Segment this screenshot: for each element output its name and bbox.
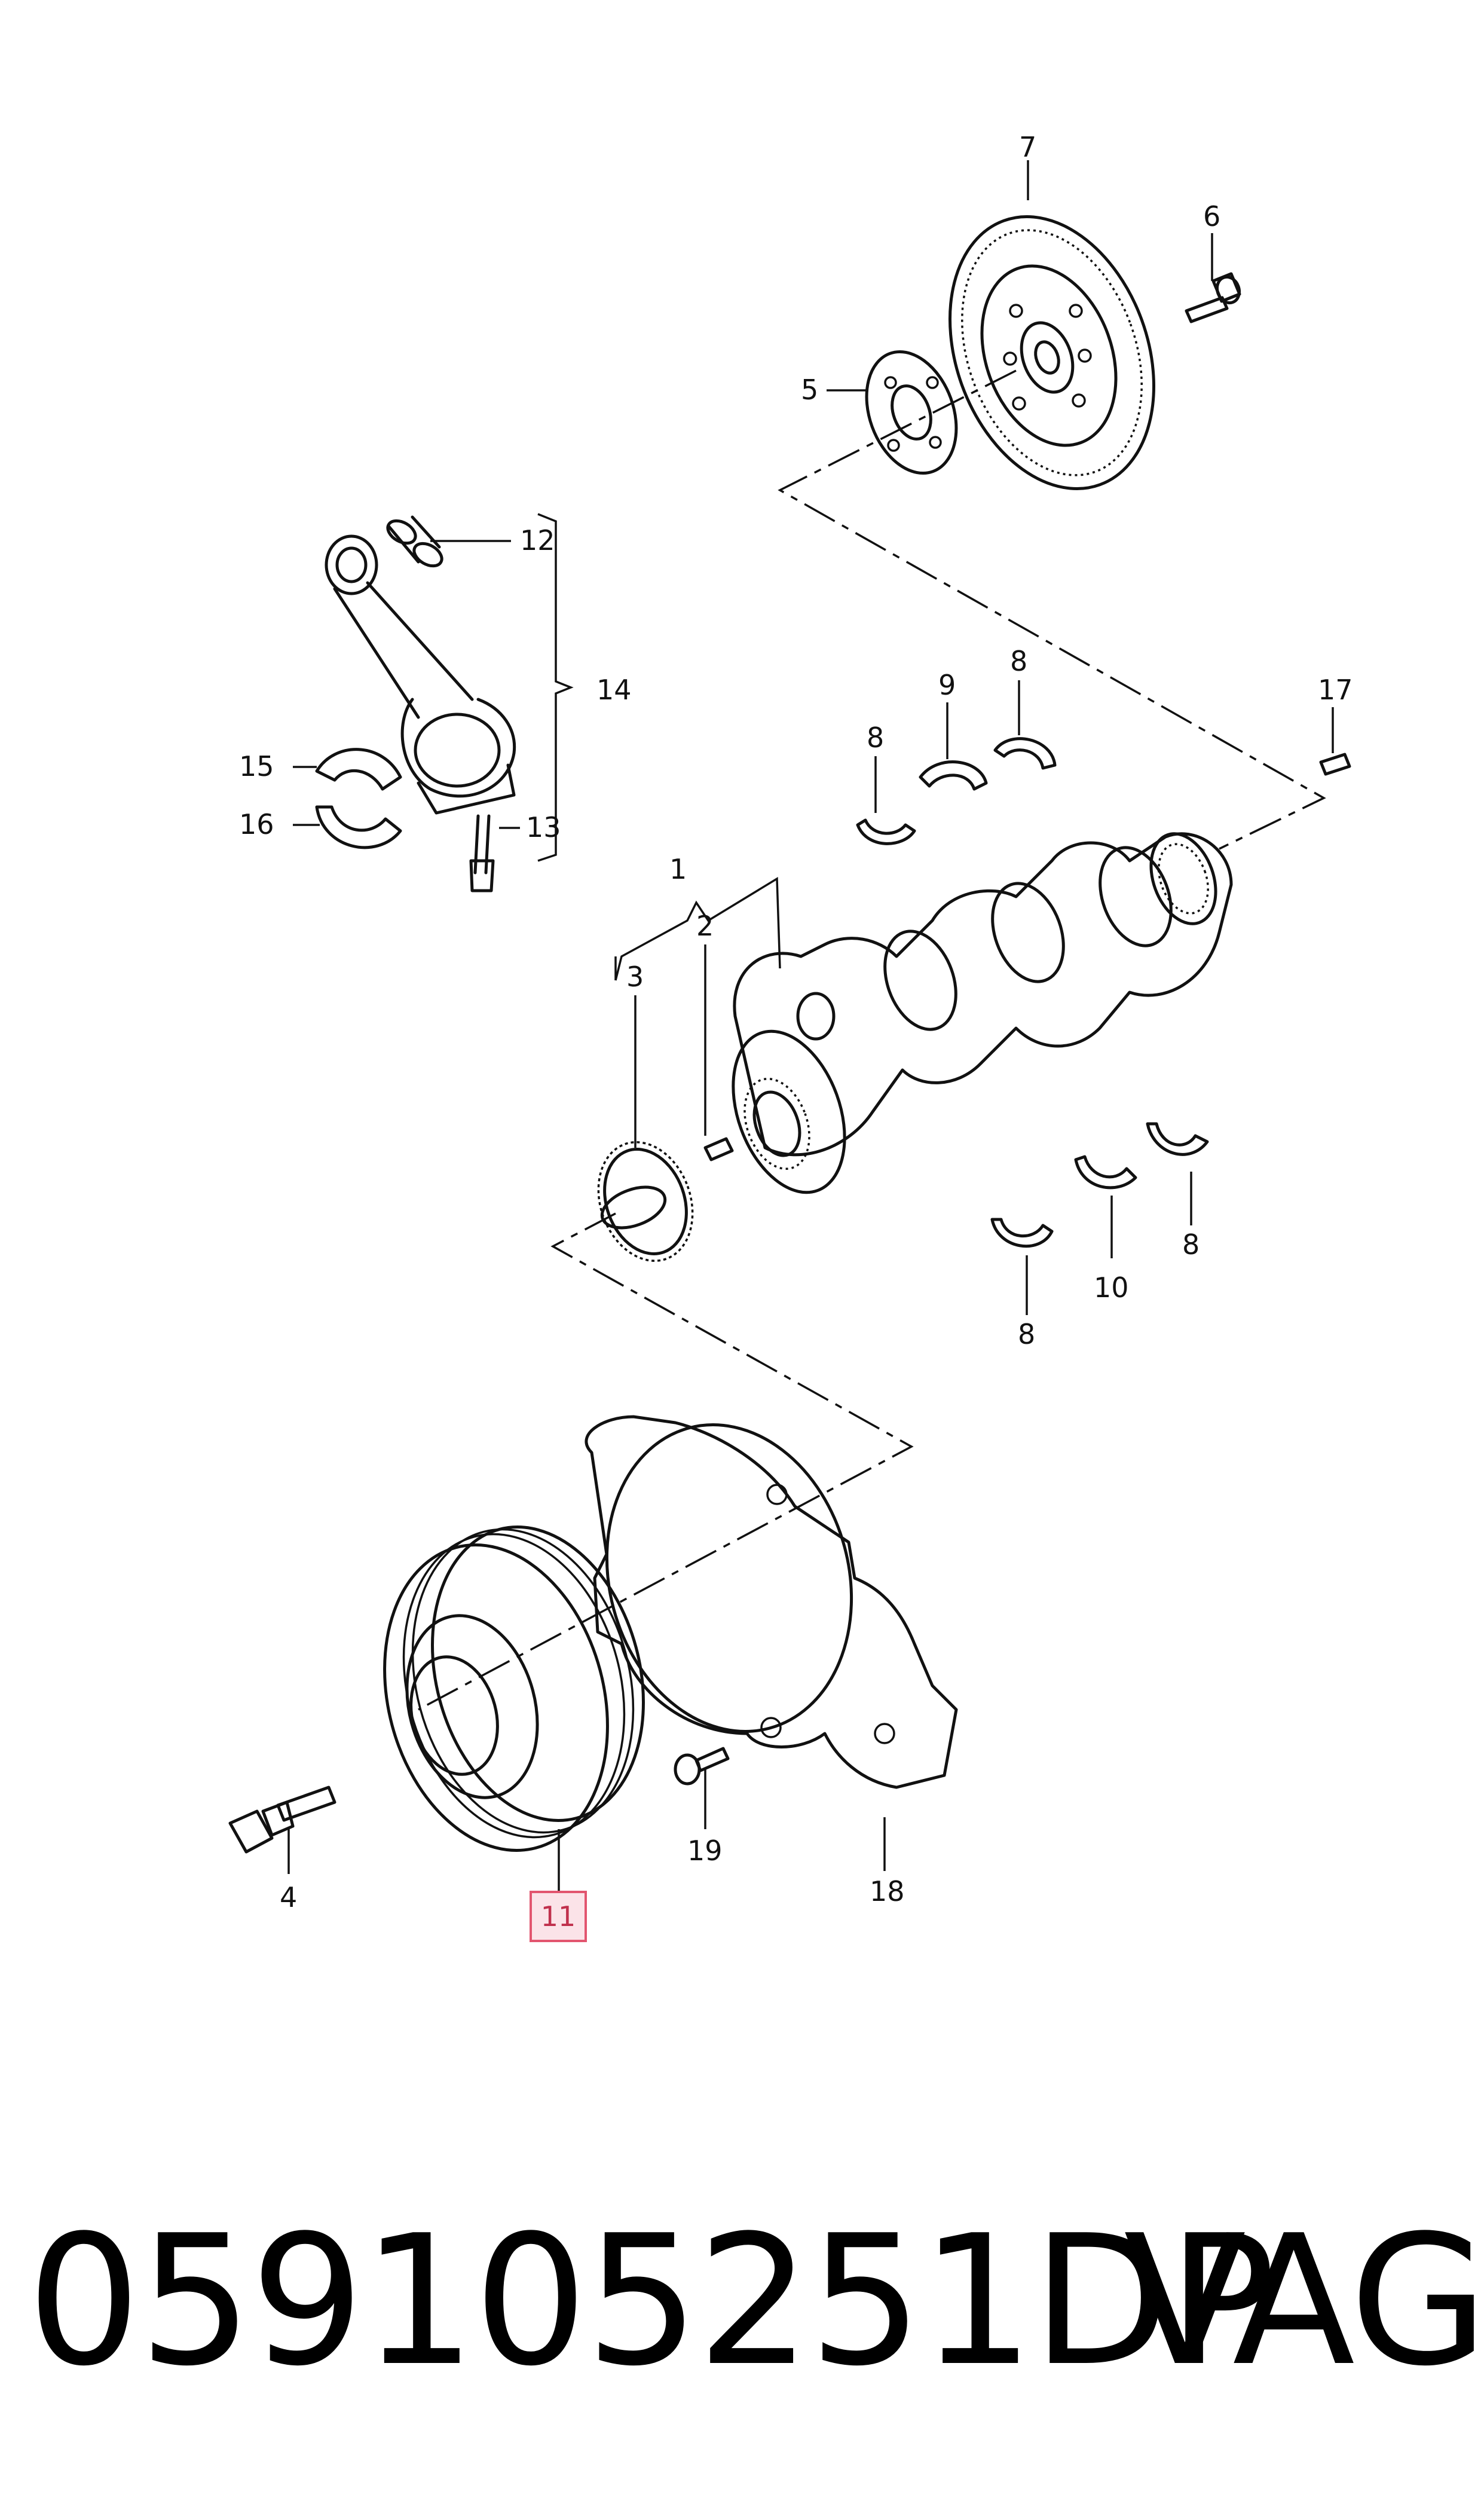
callout-8-upper-right: 8 — [1010, 645, 1027, 677]
group-14-bracket — [537, 513, 574, 862]
callout-13: 13 — [526, 811, 561, 843]
callout-19: 19 — [687, 1835, 723, 1867]
lower-bearing-shell — [315, 805, 402, 849]
callout-7: 7 — [1019, 131, 1036, 163]
bearing-shell-9 — [919, 760, 988, 791]
callout-numbers: 7 6 5 12 14 15 16 13 8 9 8 17 1 2 3 8 10… — [239, 131, 1353, 1942]
callout-14: 14 — [596, 674, 632, 706]
callout-1: 1 — [669, 853, 687, 885]
callout-15: 15 — [239, 750, 274, 782]
thrust-washer-lower-left — [990, 1218, 1054, 1248]
callout-6: 6 — [1203, 200, 1220, 233]
axis-flywheel — [778, 369, 1326, 850]
harmonic-balancer-pulley — [383, 1526, 645, 1852]
seal-flange — [585, 1415, 958, 1789]
group-1-bracket — [614, 876, 781, 981]
dowel-pin-17 — [1319, 753, 1351, 776]
pulley-bolt — [228, 1786, 336, 1854]
callout-10: 10 — [1094, 1271, 1129, 1304]
axis-crank-front — [418, 1212, 914, 1711]
thrust-washer-upper-right — [993, 737, 1057, 770]
footer: 059105251DP VAG — [0, 2176, 1484, 2415]
callout-17: 17 — [1318, 674, 1353, 706]
brand-name: VAG — [1124, 2197, 1484, 2405]
small-end-bushing — [386, 515, 443, 568]
flywheel-shim-plate — [865, 350, 958, 475]
callout-5: 5 — [801, 374, 818, 406]
thrust-washer-lower-right — [1146, 1122, 1209, 1156]
callout-12: 12 — [520, 524, 555, 557]
crankshaft-dowel-pin — [703, 1137, 734, 1161]
leader-lines — [287, 160, 1334, 1892]
crankshaft — [732, 832, 1233, 1194]
callout-8-lower-left: 8 — [1018, 1318, 1035, 1350]
callout-11: 11 — [541, 1900, 576, 1933]
part-number: 059105251DP — [27, 2197, 1276, 2405]
thrust-washer-upper-left — [856, 818, 916, 845]
callout-8-lower-right: 8 — [1182, 1228, 1200, 1261]
callout-2: 2 — [696, 910, 714, 942]
crankshaft-sprocket — [597, 1141, 694, 1262]
flywheel-bolt — [1185, 272, 1241, 323]
callout-18: 18 — [870, 1875, 905, 1907]
exploded-parts-diagram: 7 6 5 12 14 15 16 13 8 9 8 17 1 2 3 8 10… — [228, 131, 1353, 1942]
flange-bolt — [674, 1747, 730, 1786]
connecting-rod-bolt — [469, 814, 495, 892]
callout-4: 4 — [280, 1881, 297, 1913]
callout-9: 9 — [938, 669, 956, 701]
callout-3: 3 — [626, 961, 644, 993]
callout-16: 16 — [239, 808, 274, 840]
connecting-rod — [325, 534, 516, 815]
upper-bearing-shell — [315, 748, 402, 791]
callout-11-highlight — [530, 1891, 587, 1942]
bearing-shell-10 — [1074, 1155, 1137, 1190]
flywheel — [948, 215, 1155, 491]
callout-8-upper-left: 8 — [867, 722, 884, 754]
